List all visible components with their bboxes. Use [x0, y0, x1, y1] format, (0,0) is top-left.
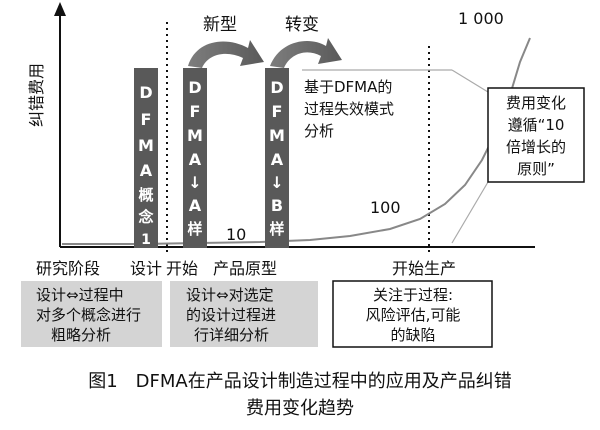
arrow-new-type [188, 40, 264, 68]
bottom-box-concept-analysis [21, 281, 162, 347]
bottom-box-line: 行详细分析 [194, 326, 269, 344]
arrow-new-label: 新型 [203, 15, 237, 35]
guide-line-upper [451, 69, 489, 93]
y-axis-label: 纠错费用 [27, 63, 46, 127]
cost-curve [62, 37, 531, 245]
bar1-number: 1 [141, 232, 151, 248]
bar3-char: ↓ [270, 173, 283, 192]
cost-value-1000: 1 000 [458, 9, 504, 28]
bar3-char: D [270, 78, 283, 97]
figure-caption-line1: 图1 DFMA在产品设计制造过程中的应用及产品纠错 [88, 371, 512, 392]
bar2-char: A [189, 150, 202, 169]
bar2-char: 样 [187, 220, 202, 238]
fmea-text-line: 过程失效模式 [304, 100, 394, 118]
bar-dfma-concept [134, 68, 158, 248]
phase-label-start: 开始 [166, 259, 198, 278]
rule-text-line: 遵循“10 [508, 116, 565, 134]
arrow-change-label: 转变 [285, 15, 319, 35]
bottom-box-line: 关注于过程: [373, 286, 453, 304]
bottom-box-line: 风险评估,可能 [366, 306, 461, 324]
fmea-text-line: 分析 [304, 122, 334, 140]
rule-text-line: 倍增长的 [506, 138, 566, 156]
bar3-char: A [271, 150, 284, 169]
rule-text-line: 费用变化 [506, 94, 566, 112]
bar3-char: B [271, 196, 283, 215]
bar-dfma-sample-a [183, 68, 207, 248]
fmea-text-line: 基于DFMA的 [304, 78, 392, 96]
bar1-char: D [139, 83, 152, 102]
cost-value-100: 100 [370, 198, 401, 217]
bar1-char: F [141, 110, 152, 129]
bar3-char: 样 [269, 220, 284, 238]
bottom-box-line: 的设计过程进 [186, 306, 276, 324]
phase-label-design: 设计 [130, 259, 162, 278]
bar-dfma-sample-b [265, 68, 289, 248]
phase-label-prototype: 产品原型 [213, 259, 277, 278]
bar2-char: A [189, 196, 202, 215]
bottom-box-line: 的缺陷 [390, 326, 435, 344]
bar1-char: 念 [137, 208, 153, 226]
bar1-char: 概 [138, 186, 153, 204]
bar1-char: M [138, 136, 154, 155]
bottom-box-line: 设计⇔对选定 [186, 286, 274, 304]
bar2-char: M [187, 126, 203, 145]
bottom-box-process-focus [332, 280, 493, 348]
bottom-box-line: 对多个概念进行 [36, 306, 141, 324]
bar3-char: M [269, 126, 285, 145]
cost-value-10: 10 [226, 225, 246, 244]
phase-label-research: 研究阶段 [36, 259, 100, 278]
bar2-char: D [188, 78, 201, 97]
bottom-box-detailed-analysis [170, 281, 318, 347]
rule-box [487, 87, 585, 183]
rule-text-line: 原则” [517, 160, 555, 178]
y-axis-arrowhead [54, 2, 66, 16]
figure-caption-line2: 费用变化趋势 [246, 398, 354, 419]
bar2-char: ↓ [188, 173, 201, 192]
phase-label-production: 开始生产 [392, 259, 456, 278]
bar3-char: F [272, 102, 283, 121]
guide-line-lower [451, 181, 489, 244]
bottom-box-line: 设计⇔过程中 [36, 286, 124, 304]
bar2-char: F [190, 102, 201, 121]
bottom-box-line: 粗略分析 [51, 326, 111, 344]
arrow-transform [270, 38, 342, 68]
bar1-char: A [140, 161, 153, 180]
